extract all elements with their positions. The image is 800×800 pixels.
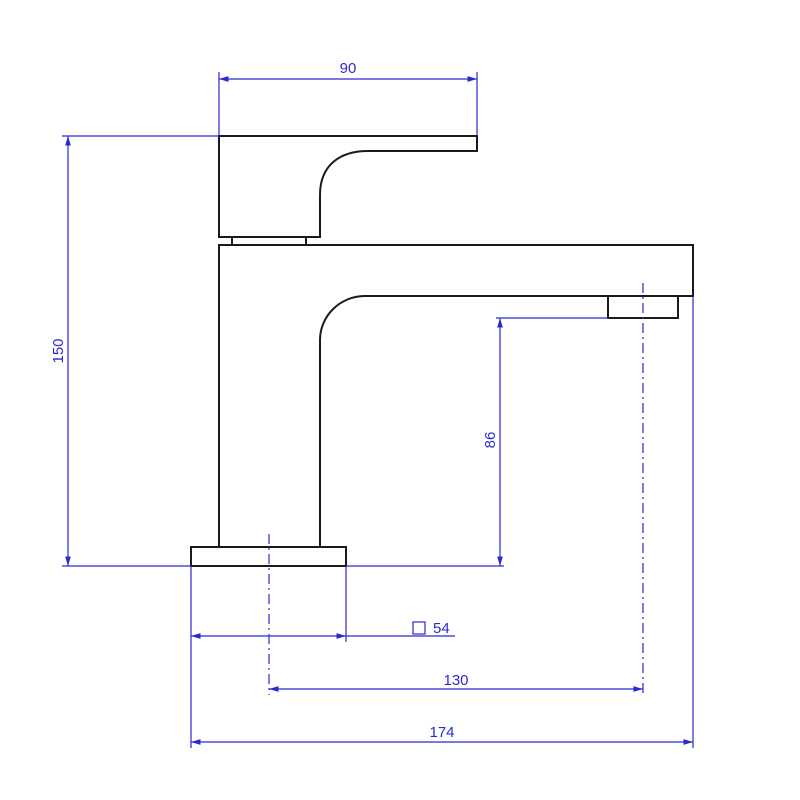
extension-lines (62, 72, 694, 748)
faucet-body (218, 244, 694, 548)
dim-label-base-size: 54 (433, 620, 450, 637)
dim-label-handle-width: 90 (340, 60, 357, 77)
dim-label-spout-height: 86 (482, 432, 499, 449)
square-symbol-icon (412, 621, 426, 635)
base-plate (190, 546, 347, 567)
lever-handle (218, 135, 478, 238)
handle-collar (231, 236, 307, 246)
dim-label-spout-reach: 130 (443, 672, 468, 689)
dim-label-total-height: 150 (50, 338, 67, 363)
dim-label-total-depth: 174 (429, 724, 454, 741)
faucet-outline (190, 135, 694, 567)
